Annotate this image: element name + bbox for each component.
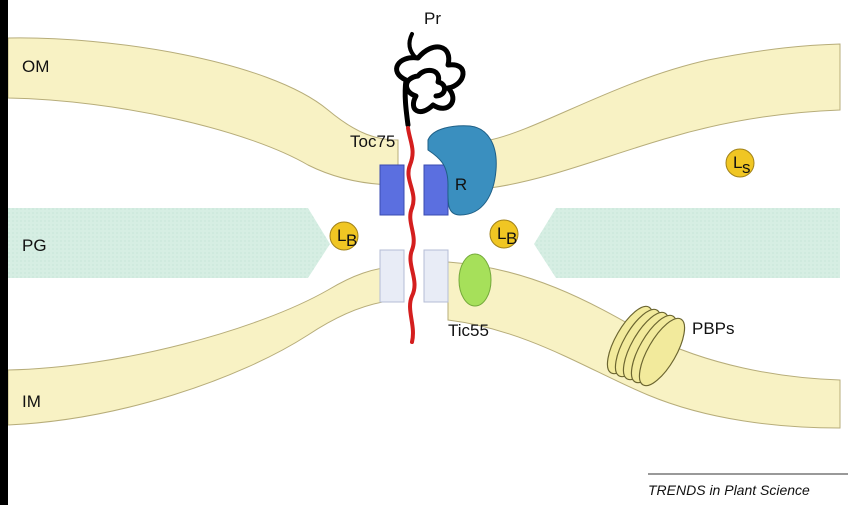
pg-label: PG bbox=[22, 236, 47, 255]
inner-membrane-left bbox=[8, 266, 398, 425]
receptor-label: R bbox=[455, 175, 467, 194]
precursor-transit-strand bbox=[408, 128, 415, 342]
toc75-label: Toc75 bbox=[350, 132, 395, 151]
toc75-channel-right bbox=[424, 165, 448, 215]
chloroplast-import-diagram: R Tic55 L B L B L s bbox=[8, 0, 848, 505]
pr-label: Pr bbox=[424, 9, 441, 28]
peptidoglycan-right bbox=[534, 208, 840, 278]
tic55-shape bbox=[459, 254, 491, 306]
precursor-tail bbox=[409, 34, 416, 58]
lipid-lb-left-sub: B bbox=[346, 231, 357, 250]
lipid-lb-right-sub: B bbox=[506, 229, 517, 248]
pbps-label: PBPs bbox=[692, 319, 735, 338]
outer-membrane-left bbox=[8, 38, 398, 185]
tic-channel-left bbox=[380, 250, 404, 302]
precursor-tangle bbox=[397, 47, 463, 125]
tic55-label: Tic55 bbox=[448, 321, 489, 340]
peptidoglycan-left bbox=[8, 208, 330, 278]
toc75-channel-left bbox=[380, 165, 404, 215]
lipid-ls-sub: s bbox=[742, 158, 751, 177]
im-label: IM bbox=[22, 392, 41, 411]
om-label: OM bbox=[22, 57, 49, 76]
footer-credit: TRENDS in Plant Science bbox=[648, 482, 810, 498]
outer-membrane-right bbox=[490, 44, 840, 188]
tic-channel-right bbox=[424, 250, 448, 302]
diagram-canvas: R Tic55 L B L B L s bbox=[8, 0, 848, 505]
